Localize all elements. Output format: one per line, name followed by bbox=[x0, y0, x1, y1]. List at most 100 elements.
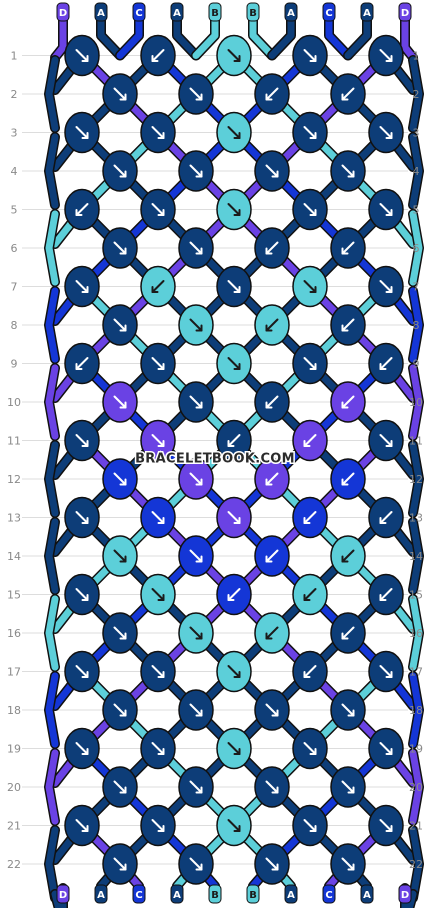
knot-arrow-se-icon bbox=[265, 857, 279, 871]
knot-arrow-se-icon bbox=[303, 126, 317, 139]
knot bbox=[102, 766, 138, 808]
knot-arrowhead-icon bbox=[119, 786, 127, 794]
knot bbox=[178, 843, 214, 885]
knot bbox=[254, 612, 290, 654]
strand-tab-bottom bbox=[360, 884, 374, 904]
knot bbox=[102, 535, 138, 577]
knot-arrow-se-icon bbox=[227, 280, 241, 293]
knot bbox=[292, 342, 328, 385]
knot-arrowhead-icon bbox=[227, 440, 235, 447]
knot-arrow-se-icon bbox=[341, 703, 355, 717]
knot-arrowhead-icon bbox=[119, 93, 127, 101]
knot bbox=[330, 535, 366, 577]
strand-tab-top bbox=[208, 2, 222, 22]
knot-arrow-se-icon bbox=[75, 665, 89, 678]
knot bbox=[140, 34, 176, 77]
knot bbox=[292, 496, 328, 539]
row-number-right: 7 bbox=[413, 281, 420, 294]
knot-arrowhead-icon bbox=[119, 709, 127, 717]
knot-arrowhead-icon bbox=[385, 132, 393, 139]
row-number-right: 20 bbox=[409, 781, 423, 794]
knot-arrowhead-icon bbox=[157, 594, 165, 601]
knot bbox=[102, 458, 138, 500]
knot-arrowhead-icon bbox=[81, 594, 89, 601]
strand-label-top: D bbox=[59, 8, 67, 19]
knot bbox=[254, 535, 290, 577]
knot-arrow-se-icon bbox=[75, 126, 89, 139]
knot-arrowhead-icon bbox=[157, 748, 165, 755]
knot-arrow-sw-icon bbox=[303, 511, 317, 524]
knot-arrowhead-icon bbox=[157, 825, 165, 832]
knot-arrowhead-icon bbox=[75, 363, 83, 370]
knot-arrow-sw-icon bbox=[265, 472, 279, 486]
row-number-left: 5 bbox=[11, 204, 18, 217]
knot-arrowhead-icon bbox=[385, 748, 393, 755]
knot-arrowhead-icon bbox=[81, 825, 89, 832]
knot-arrow-se-icon bbox=[189, 241, 203, 255]
knot-arrowhead-icon bbox=[265, 555, 273, 563]
knot-arrow-se-icon bbox=[113, 626, 127, 640]
knot bbox=[216, 419, 252, 462]
row-number-left: 14 bbox=[7, 550, 21, 563]
knot bbox=[216, 573, 252, 616]
strand-tab-top bbox=[398, 2, 412, 22]
strand-C bbox=[45, 287, 59, 363]
knot-arrowhead-icon bbox=[233, 517, 241, 524]
knot-arrowhead-icon bbox=[81, 132, 89, 139]
strand-label-top: B bbox=[211, 8, 219, 19]
knot-arrow-se-icon bbox=[303, 280, 317, 293]
knot-arrow-se-icon bbox=[151, 665, 165, 678]
knot-arrow-se-icon bbox=[189, 87, 203, 101]
knot bbox=[330, 304, 366, 346]
knot-arrowhead-icon bbox=[151, 55, 159, 62]
knot-arrow-se-icon bbox=[113, 857, 127, 871]
strand-A bbox=[45, 56, 59, 132]
strand-D bbox=[409, 364, 423, 440]
knot-arrowhead-icon bbox=[341, 93, 349, 101]
knot bbox=[140, 496, 176, 539]
knot-arrowhead-icon bbox=[157, 363, 165, 370]
knot bbox=[330, 150, 366, 192]
row-number-right: 1 bbox=[413, 50, 420, 63]
strand-tab-bottom bbox=[170, 884, 184, 904]
strand-D bbox=[45, 749, 59, 825]
knot-arrow-se-icon bbox=[189, 472, 203, 486]
knot bbox=[254, 73, 290, 115]
strand-A bbox=[45, 518, 59, 594]
knot-arrowhead-icon bbox=[233, 55, 241, 62]
knot-arrowhead-icon bbox=[309, 748, 317, 755]
row-number-right: 5 bbox=[413, 204, 420, 217]
knot bbox=[368, 496, 404, 539]
knot bbox=[102, 381, 138, 423]
knot-grid bbox=[64, 34, 404, 885]
knot-arrowhead-icon bbox=[157, 440, 165, 447]
knot bbox=[178, 73, 214, 115]
knot bbox=[64, 342, 100, 385]
knot bbox=[64, 188, 100, 231]
strand-A bbox=[45, 441, 59, 517]
row-number-right: 10 bbox=[409, 396, 423, 409]
strand-tab-top bbox=[56, 2, 70, 22]
knot bbox=[216, 804, 252, 847]
knot-arrowhead-icon bbox=[119, 632, 127, 640]
knot bbox=[330, 843, 366, 885]
row-number-left: 17 bbox=[7, 666, 21, 679]
knot-arrowhead-icon bbox=[271, 786, 279, 794]
strand-label-top: A bbox=[173, 8, 181, 19]
knot-arrow-se-icon bbox=[151, 742, 165, 755]
strand-tab-top bbox=[322, 2, 336, 22]
knot-arrow-se-icon bbox=[113, 164, 127, 178]
strand-label-top: A bbox=[287, 8, 295, 19]
strand-label-top: C bbox=[135, 8, 142, 19]
knot-arrow-se-icon bbox=[75, 434, 89, 447]
knot-arrowhead-icon bbox=[265, 93, 273, 101]
knot bbox=[368, 804, 404, 847]
knot-arrowhead-icon bbox=[233, 671, 241, 678]
knot-arrow-se-icon bbox=[227, 511, 241, 524]
knot bbox=[254, 227, 290, 269]
knot-arrowhead-icon bbox=[379, 363, 387, 370]
row-number-right: 13 bbox=[409, 512, 423, 525]
strand-label-top: A bbox=[363, 8, 371, 19]
knot-arrow-se-icon bbox=[75, 819, 89, 832]
